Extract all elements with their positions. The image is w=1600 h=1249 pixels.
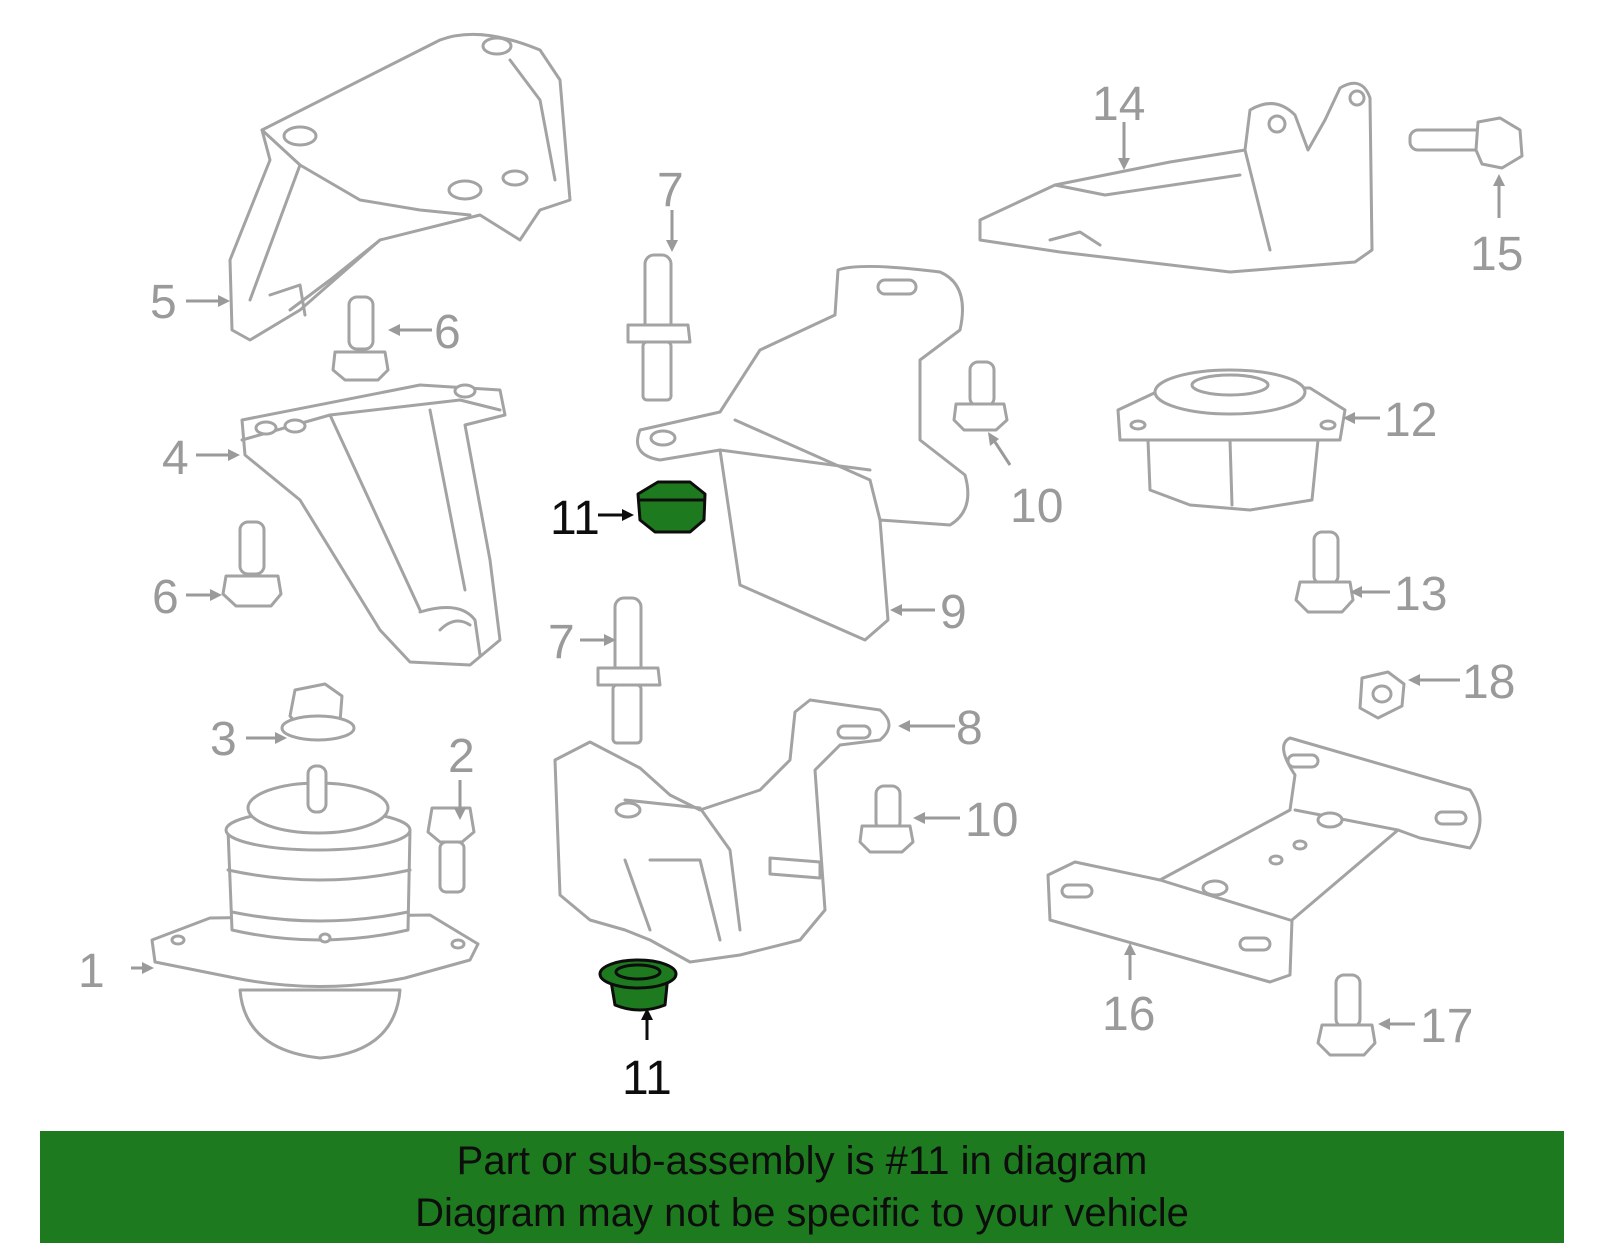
callout-10: 10: [965, 794, 1018, 847]
callout-2: 2: [448, 730, 475, 783]
callout-5: 5: [150, 276, 177, 329]
callout-13: 13: [1394, 568, 1447, 621]
callout-arrows: [131, 122, 1505, 1040]
callout-14: 14: [1092, 78, 1145, 131]
part-16-crossmember: [1046, 736, 1482, 984]
part-6-bolt-lower: [221, 520, 283, 608]
part-13-bolt: [1294, 530, 1355, 614]
part-11-grommet-highlighted: [598, 958, 678, 1012]
part-18-nut: [1358, 670, 1406, 720]
part-14-bracket: [978, 81, 1374, 274]
info-banner: Part or sub-assembly is #11 in diagram D…: [40, 1131, 1564, 1243]
part-10-bolt-lower: [858, 784, 915, 854]
part-7-stud-lower: [596, 596, 662, 745]
callout-7: 7: [657, 164, 684, 217]
part-12-mount: [1116, 368, 1347, 512]
part-11-nut-highlighted: [636, 480, 707, 534]
callout-7: 7: [548, 616, 575, 669]
callout-15: 15: [1470, 228, 1523, 281]
callout-4: 4: [162, 432, 189, 485]
part-6-bolt-upper: [331, 295, 390, 382]
part-8-lower-shield: [553, 698, 891, 964]
callout-10: 10: [1010, 480, 1063, 533]
callout-9: 9: [940, 586, 967, 639]
callout-6: 6: [434, 306, 461, 359]
callout-12: 12: [1384, 394, 1437, 447]
callout-1: 1: [78, 945, 105, 998]
part-7-stud-upper: [626, 253, 692, 402]
part-5-bracket: [228, 32, 572, 342]
part-10-bolt-upper: [952, 360, 1009, 432]
part-1-engine-mount: [150, 764, 480, 1060]
callout-16: 16: [1102, 988, 1155, 1041]
part-4-bracket: [240, 383, 507, 667]
callout-17: 17: [1420, 1000, 1473, 1053]
part-15-bolt: [1408, 116, 1524, 170]
part-9-heat-shield: [636, 264, 970, 642]
part-17-bolt: [1316, 973, 1377, 1057]
banner-line-2: Diagram may not be specific to your vehi…: [415, 1191, 1189, 1235]
callout-labels: 5 6 4 6 3 2 1 7 7 8 9 10 10 12 13 14 15 …: [78, 78, 1523, 1105]
part-3-nut: [280, 682, 356, 742]
callout-6: 6: [152, 571, 179, 624]
callout-8: 8: [956, 702, 983, 755]
callout-3: 3: [210, 713, 237, 766]
banner-line-1: Part or sub-assembly is #11 in diagram: [456, 1139, 1148, 1183]
callout-11-highlighted: 11: [550, 492, 600, 545]
parts-diagram: 5 6 4 6 3 2 1 7 7 8 9 10 10 12 13 14 15 …: [78, 32, 1524, 1105]
part-2-bolt: [426, 806, 476, 894]
callout-18: 18: [1462, 656, 1515, 709]
callout-11-highlighted: 11: [622, 1052, 672, 1105]
